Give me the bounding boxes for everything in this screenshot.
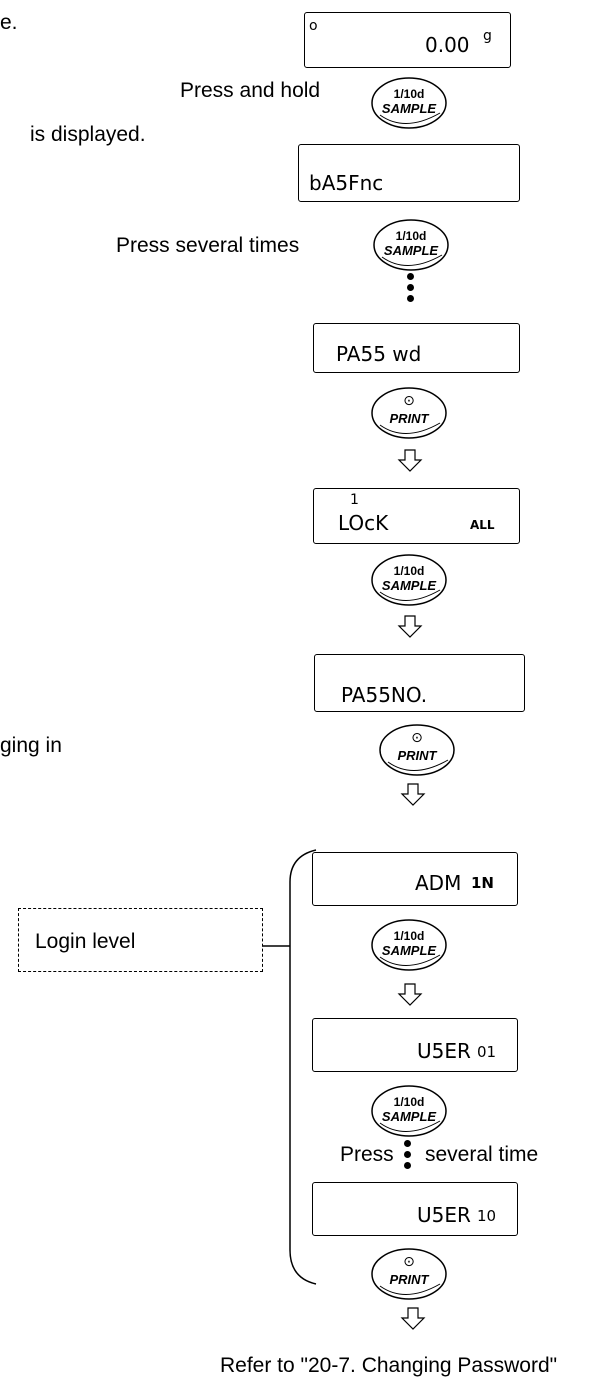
down-arrow-icon xyxy=(397,449,423,472)
display-user-01: U5ER 01 xyxy=(312,1018,518,1072)
display-user-01-subtext: 01 xyxy=(477,1043,497,1061)
sample-key[interactable]: 1/10d SAMPLE xyxy=(370,552,448,608)
display-lock-subtext: ALL xyxy=(470,518,495,532)
print-key[interactable]: ⊙ PRINT xyxy=(370,1246,448,1302)
print-key-symbol: ⊙ xyxy=(403,1254,415,1270)
display-initial-weight: o 0.00 g xyxy=(304,12,511,68)
login-level-label: Login level xyxy=(35,930,136,953)
print-key[interactable]: ⊙ PRINT xyxy=(370,385,448,441)
instruction-press-and-hold: Press and hold xyxy=(180,79,321,102)
display-basic-function: bA5Fnc xyxy=(298,144,520,202)
print-key[interactable]: ⊙ PRINT xyxy=(378,722,456,778)
display-password-number: PA55NO. xyxy=(314,654,525,712)
left-text-fragment-2: is displayed. xyxy=(30,123,146,146)
sample-key-label-bottom: SAMPLE xyxy=(381,943,437,958)
display-user-10: U5ER 10 xyxy=(312,1182,518,1236)
sample-key-label-bottom: SAMPLE xyxy=(381,1109,437,1124)
left-text-fragment-3: ging in xyxy=(0,734,62,757)
display-lock-text: LOcK xyxy=(338,511,389,535)
display-basic-function-text: bA5Fnc xyxy=(309,171,384,195)
display-password-number-text: PA55NO. xyxy=(341,683,428,707)
left-text-fragment-1: e. xyxy=(0,11,18,34)
sample-key-label-top: 1/10d xyxy=(393,564,425,578)
sample-key-label-top: 1/10d xyxy=(393,929,425,943)
display-user-01-text: U5ER xyxy=(417,1039,471,1063)
instruction-press-several-times: Press several times xyxy=(116,234,300,257)
down-arrow-icon xyxy=(397,983,423,1006)
print-key-symbol: ⊙ xyxy=(403,393,415,409)
sample-key[interactable]: 1/10d SAMPLE xyxy=(370,1083,448,1139)
display-password: PA55 wd xyxy=(313,323,520,373)
sample-key-label-top: 1/10d xyxy=(395,229,427,243)
display-admin-subtext: 1N xyxy=(471,874,494,892)
print-key-label: PRINT xyxy=(397,748,437,763)
login-level-box: Login level xyxy=(18,908,263,972)
print-key-symbol: ⊙ xyxy=(411,730,423,746)
instruction-press: Press xyxy=(340,1143,394,1166)
display-password-text: PA55 wd xyxy=(336,342,422,366)
login-level-bracket xyxy=(262,849,317,1285)
down-arrow-icon xyxy=(400,1307,426,1330)
display-user-10-subtext: 10 xyxy=(477,1207,497,1225)
print-key-label: PRINT xyxy=(389,411,429,426)
sample-key-label-top: 1/10d xyxy=(393,87,425,101)
display-unit: g xyxy=(483,28,492,44)
display-admin: ADM 1N xyxy=(312,852,518,906)
instruction-several-time: several time xyxy=(425,1143,539,1166)
print-key-label: PRINT xyxy=(389,1272,429,1287)
stable-indicator: o xyxy=(309,18,318,34)
display-admin-text: ADM xyxy=(415,871,462,895)
down-arrow-icon xyxy=(400,783,426,806)
display-weight-value: 0.00 xyxy=(425,33,470,57)
display-lock-superscript: 1 xyxy=(350,492,359,508)
ellipsis-vertical-icon xyxy=(407,273,415,306)
sample-key[interactable]: 1/10d SAMPLE xyxy=(370,917,448,973)
sample-key-label-bottom: SAMPLE xyxy=(383,243,439,258)
display-lock: 1 LOcK ALL xyxy=(313,488,520,544)
down-arrow-icon xyxy=(397,615,423,638)
footer-reference: Refer to "20-7. Changing Password" xyxy=(220,1354,558,1377)
display-user-10-text: U5ER xyxy=(417,1203,471,1227)
ellipsis-vertical-icon xyxy=(404,1140,412,1173)
sample-key-label-top: 1/10d xyxy=(393,1095,425,1109)
sample-key-label-bottom: SAMPLE xyxy=(381,101,437,116)
sample-key-label-bottom: SAMPLE xyxy=(381,578,437,593)
sample-key[interactable]: 1/10d SAMPLE xyxy=(370,75,448,131)
sample-key[interactable]: 1/10d SAMPLE xyxy=(372,217,450,273)
